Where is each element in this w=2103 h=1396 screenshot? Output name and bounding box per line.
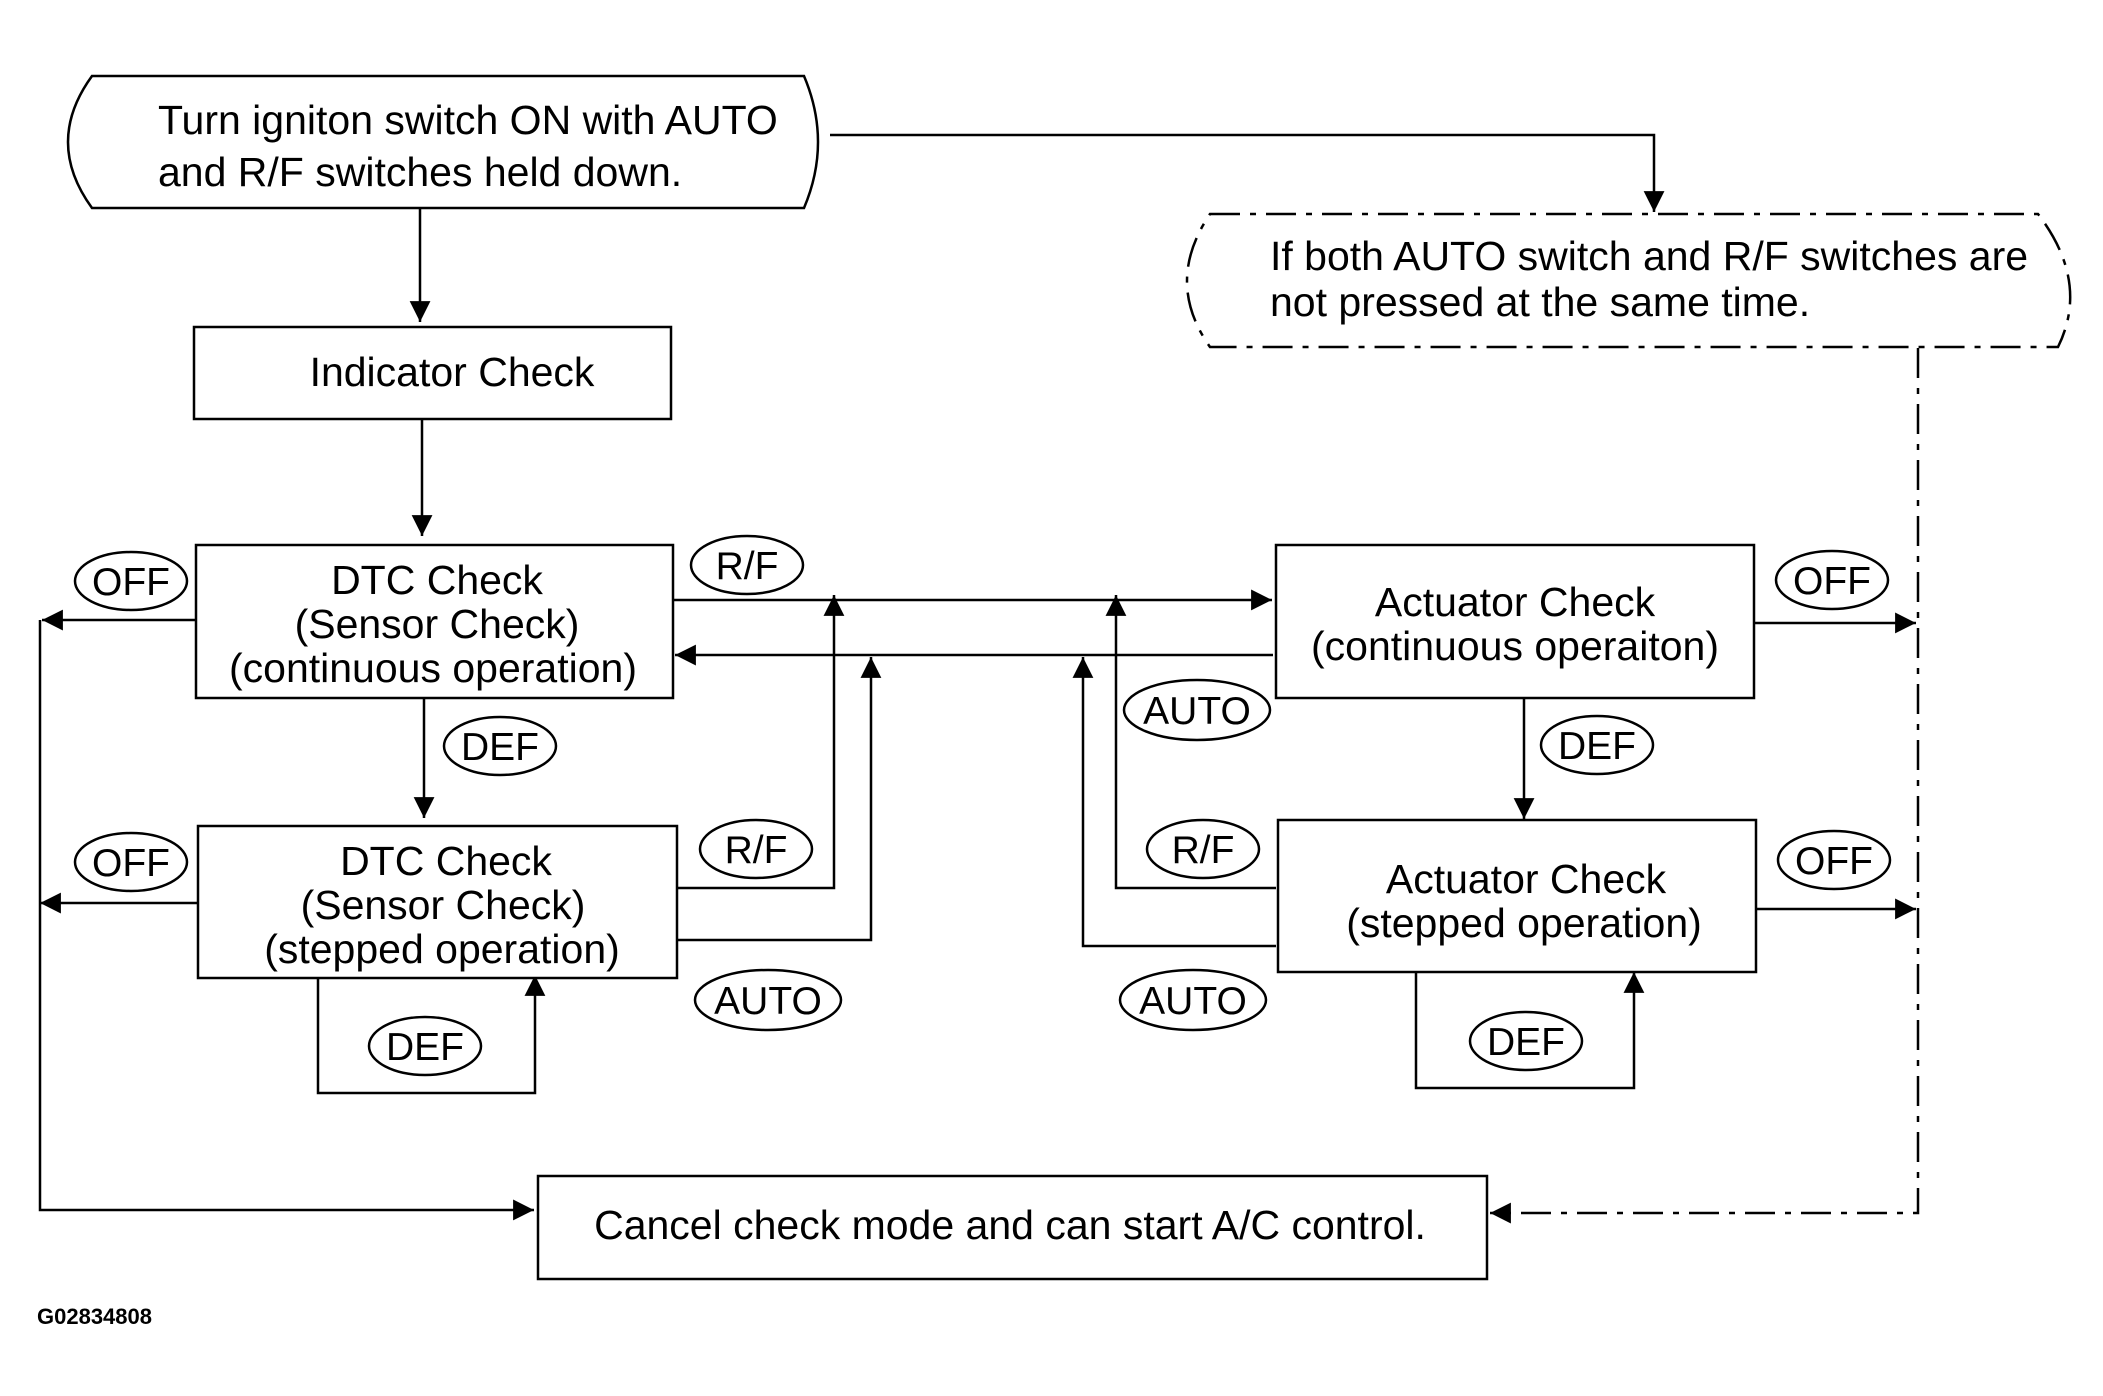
arrow-dtc-stepped-def-loop [316, 975, 546, 1095]
dtc-stepped-line3: (stepped operation) [264, 926, 620, 972]
key-auto-dtc-stepped: AUTO [693, 968, 843, 1032]
key-off-dtc-stepped: OFF [73, 831, 189, 893]
cancel-box: Cancel check mode and can start A/C cont… [536, 1174, 1489, 1281]
arrow-dtc-stepped-auto [677, 657, 882, 942]
dtc-stepped-line2: (Sensor Check) [301, 882, 586, 928]
actuator-check-stepped-box: Actuator Check (stepped operation) [1276, 818, 1758, 974]
key-auto-actuator-continuous: AUTO [1122, 678, 1272, 742]
start-box: Turn igniton switch ON with AUTO and R/F… [66, 74, 820, 210]
indicator-check-label: Indicator Check [310, 349, 595, 395]
svg-text:OFF: OFF [92, 561, 170, 604]
not-pressed-line2: not pressed at the same time. [1270, 279, 1810, 325]
key-off-actuator-continuous: OFF [1774, 549, 1890, 611]
actuator-check-continuous-box: Actuator Check (continuous operaiton) [1274, 543, 1756, 700]
arrow-actuator-stepped-def-loop [1414, 972, 1645, 1090]
actuator-stepped-line2: (stepped operation) [1346, 900, 1702, 946]
key-def-actuator-stepped-loop: DEF [1468, 1010, 1584, 1072]
key-off-dtc-continuous: OFF [73, 550, 189, 612]
arrow-actuator-stepped-auto [1072, 657, 1276, 948]
actuator-continuous-line2: (continuous operaiton) [1311, 623, 1719, 669]
key-rf-dtc-continuous: R/F [689, 534, 805, 596]
arrow-dtc-stepped-rf [677, 595, 845, 890]
not-pressed-box: If both AUTO switch and R/F switches are… [1185, 212, 2072, 349]
dtc-continuous-line3: (continuous operation) [229, 645, 637, 691]
svg-text:R/F: R/F [725, 829, 788, 872]
actuator-stepped-line1: Actuator Check [1386, 856, 1667, 902]
svg-text:DEF: DEF [1487, 1021, 1565, 1064]
arrow-left-trunk-to-cancel [38, 620, 534, 1221]
key-rf-dtc-stepped: R/F [698, 818, 814, 880]
svg-text:AUTO: AUTO [1139, 980, 1247, 1023]
svg-text:R/F: R/F [1172, 829, 1235, 872]
figure-code: G02834808 [37, 1304, 152, 1329]
actuator-continuous-line1: Actuator Check [1375, 579, 1656, 625]
key-off-actuator-stepped: OFF [1776, 829, 1892, 891]
dtc-continuous-line2: (Sensor Check) [295, 601, 580, 647]
svg-text:OFF: OFF [1793, 560, 1871, 603]
cancel-label: Cancel check mode and can start A/C cont… [594, 1202, 1426, 1248]
start-box-line2: and R/F switches held down. [158, 149, 682, 195]
start-box-line1: Turn igniton switch ON with AUTO [158, 97, 778, 143]
not-pressed-line1: If both AUTO switch and R/F switches are [1270, 233, 2028, 279]
dtc-check-stepped-box: DTC Check (Sensor Check) (stepped operat… [196, 824, 679, 980]
key-rf-actuator-stepped: R/F [1145, 818, 1261, 880]
svg-text:DEF: DEF [386, 1026, 464, 1069]
key-def-dtc-stepped-loop: DEF [367, 1015, 483, 1077]
key-def-actuator-continuous: DEF [1539, 714, 1655, 776]
key-auto-actuator-stepped: AUTO [1118, 968, 1268, 1032]
dtc-stepped-line1: DTC Check [340, 838, 552, 884]
dashdot-not-pressed-to-cancel [1490, 348, 1920, 1224]
svg-text:AUTO: AUTO [1143, 690, 1251, 733]
arrow-actuator-stepped-rf [1105, 595, 1276, 890]
svg-text:OFF: OFF [92, 842, 170, 885]
arrow-start-to-not-pressed [830, 133, 1665, 212]
svg-text:OFF: OFF [1795, 840, 1873, 883]
key-def-dtc-continuous: DEF [442, 715, 558, 777]
svg-text:DEF: DEF [461, 726, 539, 769]
indicator-check-box: Indicator Check [192, 325, 673, 421]
svg-text:DEF: DEF [1558, 725, 1636, 768]
svg-text:AUTO: AUTO [714, 980, 822, 1023]
svg-text:R/F: R/F [716, 545, 779, 588]
dtc-check-continuous-box: DTC Check (Sensor Check) (continuous ope… [194, 543, 675, 700]
dtc-continuous-line1: DTC Check [331, 557, 543, 603]
